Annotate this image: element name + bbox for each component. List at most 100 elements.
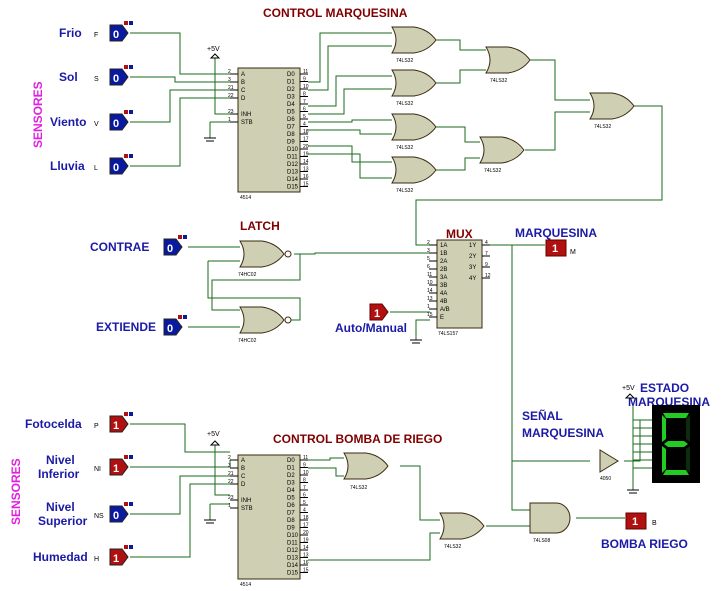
chip-pin-number: 13 <box>303 553 309 559</box>
senal-label-line2: MARQUESINA <box>522 426 604 440</box>
marquesina-output-probe: 1 M <box>545 239 576 257</box>
gate-name: 74LS32 <box>444 544 461 550</box>
nor-gate-lower: 74HC02 <box>238 306 292 344</box>
chip-pin-name: D4 <box>287 102 295 108</box>
chip-pin-number: 13 <box>427 296 433 302</box>
chip-pin-name: D5 <box>287 496 295 502</box>
sensor-tag: V <box>94 121 99 128</box>
chip-pin-number: 13 <box>303 167 309 173</box>
sensor-ni-toggle[interactable]: 1 <box>109 455 133 476</box>
or-gate: 74LS32 <box>391 113 437 151</box>
sensor-viento-toggle[interactable]: 0 <box>109 110 133 131</box>
chip-pin-number: 2 <box>228 455 231 461</box>
chip-pin-name: A <box>241 458 245 464</box>
gate-name: 74LS32 <box>594 124 611 130</box>
chip-pin-number: 18 <box>303 129 309 135</box>
and-gate: 74LS08 <box>529 502 571 544</box>
chip-pin-number: 10 <box>427 280 433 286</box>
chip-pin-name: D14 <box>287 563 299 569</box>
chip-pin-name: D10 <box>287 147 299 153</box>
sensor-tag: P <box>94 423 99 430</box>
chip-pin-number: 7 <box>485 251 488 257</box>
bomba-output-label: BOMBA RIEGO <box>601 537 688 551</box>
vcc-label: +5V <box>207 431 220 438</box>
buffer-gate: 4050 <box>599 449 619 482</box>
sensor-lluvia-toggle[interactable]: 0 <box>109 154 133 175</box>
chip-pin-number: 2 <box>427 240 430 246</box>
sensor-sol-toggle[interactable]: 0 <box>109 65 133 86</box>
sensor-ni-label-line1: Nivel <box>46 453 75 467</box>
chip-pin-number: 10 <box>303 84 309 90</box>
sensores-bottom-label: SENSORES <box>9 458 23 525</box>
automanual-toggle[interactable]: 1 <box>369 303 389 321</box>
chip-pin-number: 3 <box>228 463 231 469</box>
chip-pin-number: 11 <box>303 69 308 75</box>
chip-pin-name: D15 <box>287 185 299 191</box>
chip-pin-name: D11 <box>287 541 298 547</box>
chip-pin-number: 9 <box>303 463 306 469</box>
chip-pin-name: C <box>241 88 246 94</box>
chip-pin-name: D10 <box>287 533 299 539</box>
chip-pin-name: 2A <box>440 259 447 265</box>
ground-mux <box>410 339 422 344</box>
mux-name: 74LS157 <box>438 331 458 337</box>
latch-contrae-toggle[interactable]: 0 <box>163 235 187 256</box>
or-gate: 74LS32 <box>439 512 485 550</box>
chip-pin-name: STB <box>241 120 253 126</box>
latch-extiende-toggle[interactable]: 0 <box>163 315 187 336</box>
segment-g <box>664 441 688 447</box>
chip-pin-number: 6 <box>303 107 306 113</box>
chip-pin-name: 4Y <box>469 276 476 282</box>
sensor-ni-label-line2: Inferior <box>38 467 80 481</box>
marquesina-output-state: 1 <box>552 243 558 255</box>
chip-pin-number: 6 <box>427 264 430 270</box>
sensor-p-toggle[interactable]: 1 <box>109 412 133 433</box>
latch-extiende-label: EXTIENDE <box>96 320 156 334</box>
chip-pin-name: B <box>241 466 245 472</box>
vcc-label: +5V <box>622 385 635 392</box>
chip-pin-name: INH <box>241 498 251 504</box>
chip-pin-number: 3 <box>427 248 430 254</box>
chip-pin-number: 2 <box>228 69 231 75</box>
latch-title: LATCH <box>240 219 280 233</box>
segment-a <box>663 413 689 418</box>
sensor-sol-label: Sol <box>59 70 78 84</box>
chip-pin-name: E <box>440 315 444 321</box>
decoder-top-name: 4514 <box>240 195 251 201</box>
chip-pin-number: 23 <box>228 495 234 501</box>
sensor-ns-label-line1: Nivel <box>46 500 75 514</box>
chip-pin-name: D6 <box>287 503 295 509</box>
chip-pin-number: 5 <box>303 500 306 506</box>
sensor-h-label: Humedad <box>33 550 88 564</box>
sensor-ns-state: 0 <box>113 510 119 522</box>
sensor-h-toggle[interactable]: 1 <box>109 545 133 566</box>
sensor-h-state: 1 <box>113 553 119 565</box>
chip-pin-number: 11 <box>303 455 308 461</box>
gate-name: 74HC02 <box>238 272 257 278</box>
chip-pin-name: 4A <box>440 291 447 297</box>
chip-pin-name: D2 <box>287 473 295 479</box>
automanual-state: 1 <box>374 308 380 320</box>
gate-name: 4050 <box>600 476 611 482</box>
gate-name: 74HC02 <box>238 338 257 344</box>
sensor-tag: S <box>94 76 99 83</box>
bomba-output-state: 1 <box>632 516 638 528</box>
or-gate: 74LS32 <box>479 136 525 174</box>
or-gate: 74LS32 <box>343 452 389 491</box>
sensor-lluvia-state: 0 <box>113 162 119 174</box>
sensor-frio-toggle[interactable]: 0 <box>109 21 133 42</box>
marquesina-output-tag: M <box>570 249 576 256</box>
gate-name: 74LS32 <box>396 188 413 194</box>
sensor-lluvia-label: Lluvia <box>50 159 85 173</box>
segment-c <box>686 446 690 473</box>
chip-pin-number: 20 <box>303 144 309 150</box>
segment-b <box>686 415 690 442</box>
power-vcc-top: +5V <box>207 46 221 59</box>
chip-pin-number: 7 <box>303 99 306 105</box>
chip-pin-name: D0 <box>287 458 295 464</box>
vcc-label: +5V <box>207 46 220 53</box>
chip-pin-name: D9 <box>287 526 295 532</box>
sensor-ns-toggle[interactable]: 0 <box>109 502 133 523</box>
chip-pin-number: 14 <box>303 159 309 165</box>
